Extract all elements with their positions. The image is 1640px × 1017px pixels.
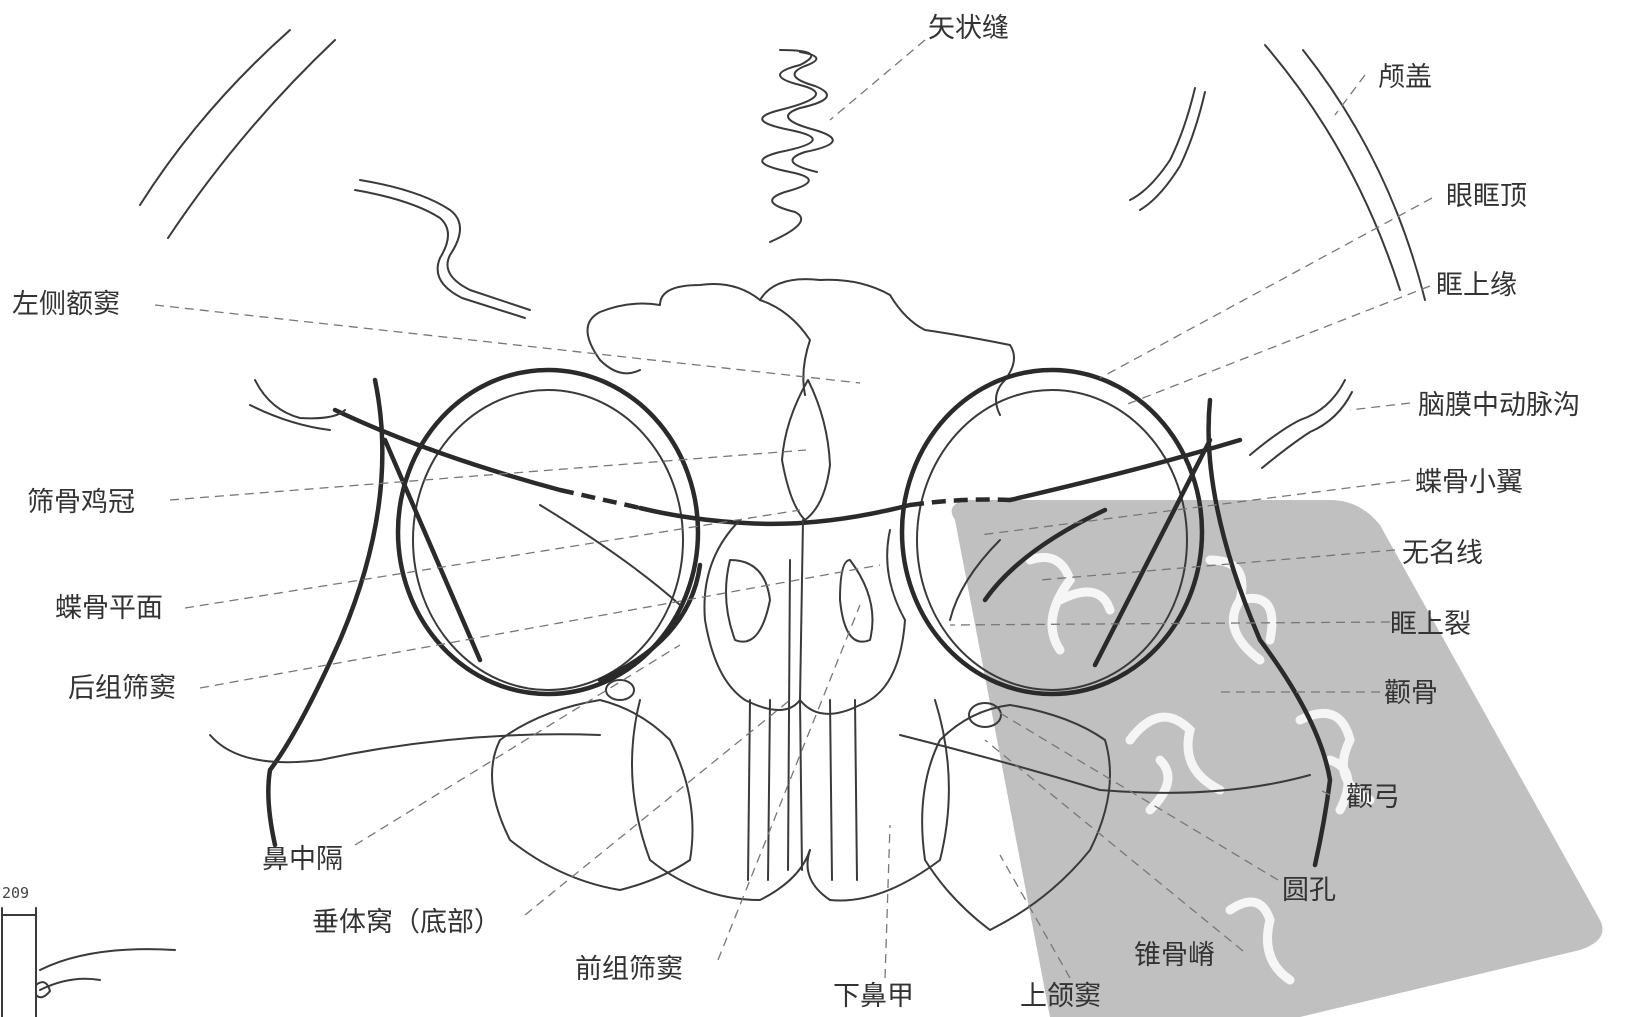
calvaria-left-outer [139, 29, 291, 206]
septum-line-2 [787, 559, 791, 871]
label-crista-galli: 筛骨鸡冠 [27, 487, 135, 518]
meningeal-groove-2 [1261, 391, 1353, 469]
calvaria-left-inner [167, 39, 336, 239]
sagittal-suture-line [761, 49, 817, 243]
right-maxilla-lower [806, 699, 950, 902]
watermark-band [951, 500, 1603, 1017]
right-zygomatic-arch [899, 734, 1311, 794]
label-sagittal-suture: 矢状缝 [928, 13, 1009, 44]
frontal-sinus-inner [759, 299, 811, 396]
label-orbital-roof: 眼眶顶 [1446, 181, 1527, 212]
ethmoid-cell-right [839, 559, 874, 643]
corner-number: 209 [2, 884, 29, 902]
label-zygomatic-arch: 颧弓 [1346, 782, 1400, 813]
left-groove-2 [354, 189, 526, 319]
lesser-wing-left-dashed [559, 487, 641, 511]
right-orbit-inner [916, 389, 1188, 691]
label-superior-orbital-fissure: 眶上裂 [1390, 609, 1471, 640]
label-planum-sphenoidale: 蝶骨平面 [55, 593, 163, 624]
ethmoid-left-outline [703, 519, 801, 711]
label-middle-meningeal-groove: 脑膜中动脉沟 [1418, 390, 1580, 421]
label-calvaria: 颅盖 [1378, 62, 1432, 93]
frontal-sinus-outline [586, 278, 1015, 416]
left-ear-lines [254, 379, 346, 420]
turbinate-line-4 [854, 699, 858, 881]
left-lateral-orbit [266, 377, 385, 848]
left-maxillary-sinus [491, 699, 694, 891]
left-fissure [597, 562, 703, 683]
left-ear-lines-2 [249, 404, 331, 431]
label-maxillary-sinus: 上颌窦 [1020, 981, 1101, 1012]
planum-line [637, 502, 913, 527]
ethmoid-right-outline [799, 529, 906, 715]
label-foramen-rotundum: 圆孔 [1282, 875, 1336, 906]
turbinate-line-2 [767, 699, 771, 881]
left-fissure-inner [539, 504, 681, 606]
meningeal-groove-1 [1249, 379, 1346, 456]
frontal-sinus-lobe [599, 359, 641, 375]
sagittal-suture-line-2 [787, 51, 834, 173]
left-foramen-rotundum [605, 679, 635, 701]
right-fissure [982, 507, 1108, 603]
left-zygomatic-arch [209, 733, 601, 764]
right-fissure-inner [949, 539, 1001, 621]
left-maxilla-lower [631, 699, 811, 901]
left-innominate-line [382, 437, 483, 663]
crista-galli-shape [781, 379, 831, 521]
label-anterior-ethmoid: 前组筛窦 [575, 954, 683, 985]
right-foramen-rotundum [968, 702, 1002, 728]
lesser-wing-right-dashed [909, 497, 1011, 508]
calvaria-right-outer [1264, 44, 1401, 291]
right-lateral-orbit [1206, 397, 1333, 868]
right-orbit [899, 367, 1205, 697]
right-innominate-line [1092, 437, 1213, 668]
right-maxillary-sinus [921, 704, 1111, 931]
right-upper-groove-2 [1139, 91, 1206, 211]
turbinate-line-3 [829, 699, 833, 881]
label-innominate-line: 无名线 [1402, 538, 1483, 569]
ethmoid-cell-left [725, 559, 771, 643]
label-posterior-ethmoid: 后组筛窦 [68, 673, 176, 704]
corner-inset-curve [35, 948, 176, 999]
label-pituitary-fossa: 垂体窝（底部） [312, 907, 501, 938]
label-supraorbital-margin: 眶上缘 [1436, 270, 1517, 301]
leader-lines [154, 39, 1433, 979]
corner-inset-bracket [1, 907, 37, 1017]
turbinate-line-1 [747, 699, 751, 881]
lesser-wing-left [332, 407, 563, 493]
label-zygoma: 颧骨 [1384, 678, 1438, 709]
label-petrous-ridge: 锥骨嵴 [1134, 940, 1215, 971]
calvaria-right-inner [1302, 49, 1426, 301]
label-nasal-septum: 鼻中隔 [262, 844, 343, 875]
label-left-frontal-sinus: 左侧额窦 [12, 289, 120, 320]
nasal-septum-line [799, 519, 804, 871]
lesser-wing-right [1007, 437, 1243, 503]
left-orbit-inner [412, 389, 684, 691]
left-orbit [395, 367, 701, 697]
label-inferior-turbinate: 下鼻甲 [833, 981, 914, 1012]
right-upper-groove-1 [1129, 87, 1196, 201]
left-groove-1 [359, 179, 531, 311]
label-lesser-wing: 蝶骨小翼 [1415, 467, 1523, 498]
